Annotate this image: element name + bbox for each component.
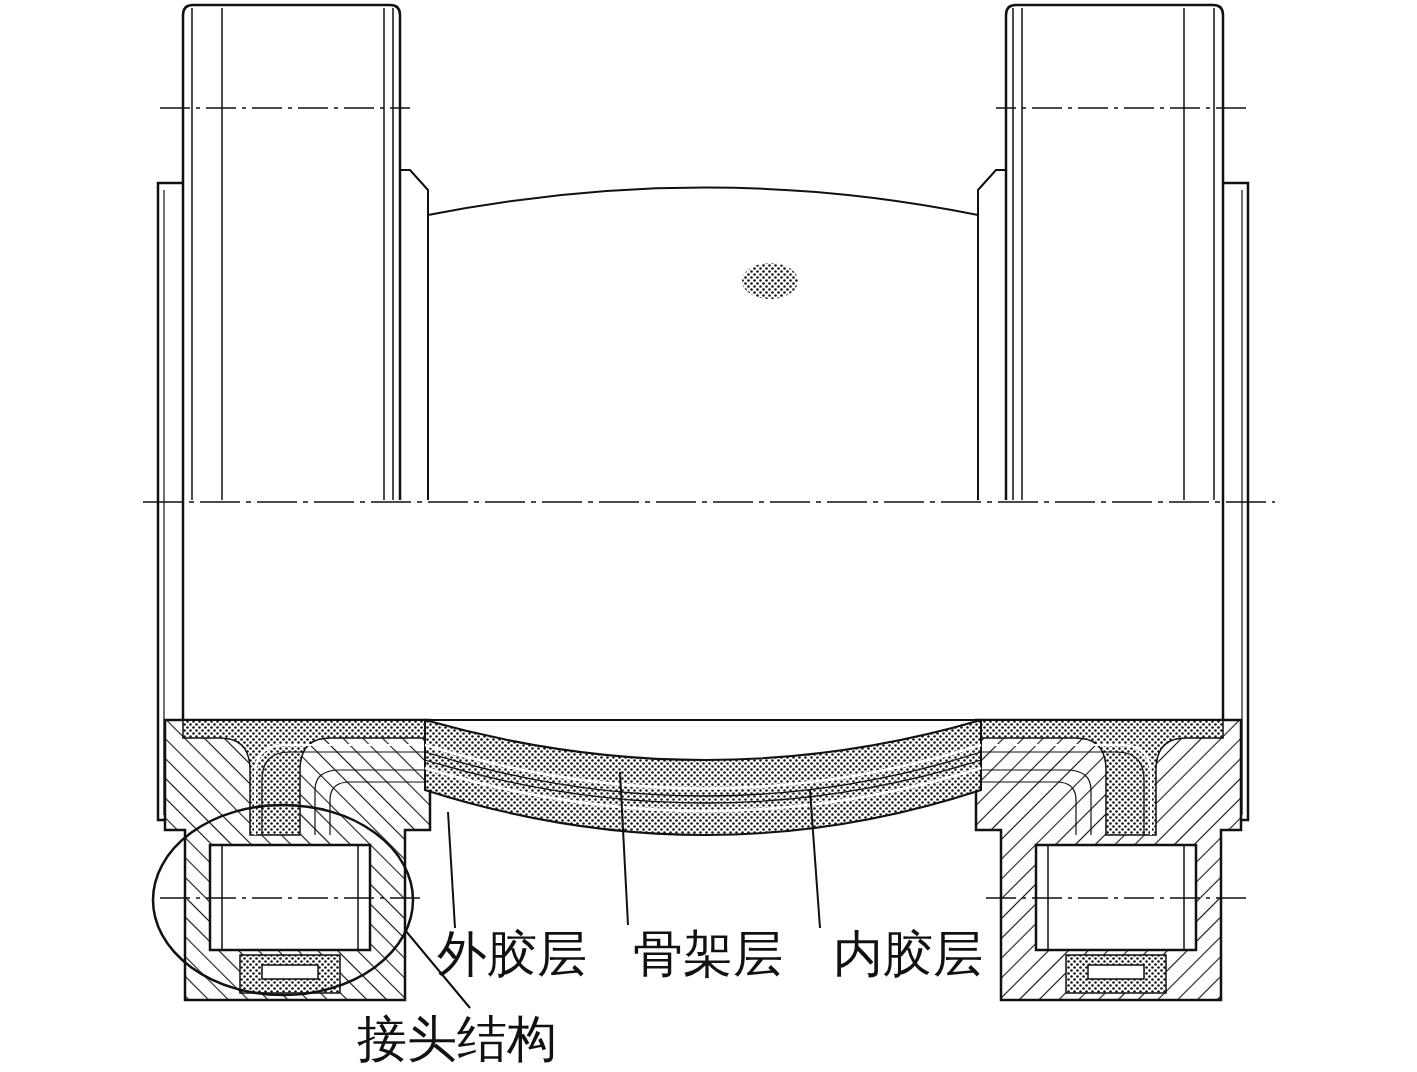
part-label: 接头结构 bbox=[357, 1012, 557, 1067]
part-label: 骨架层 bbox=[633, 927, 783, 982]
part-label: 内胶层 bbox=[833, 927, 983, 982]
part-label: 外胶层 bbox=[437, 927, 587, 982]
